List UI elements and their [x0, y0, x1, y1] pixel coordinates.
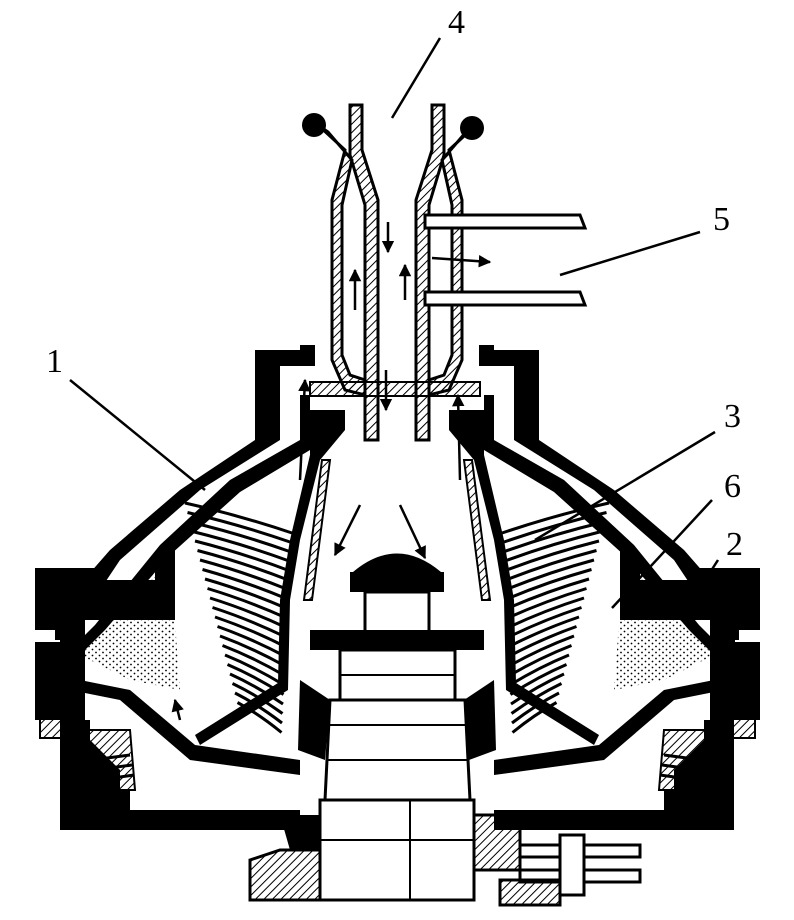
label-outlets: 5 [713, 201, 730, 238]
disc-line [204, 577, 289, 611]
disc-line [501, 501, 610, 535]
disc-line [504, 558, 595, 592]
disc-line [502, 511, 607, 544]
label-frame: 2 [726, 526, 743, 563]
spindle [298, 553, 496, 902]
disc-stack-right [501, 501, 610, 734]
casing-cover [55, 345, 739, 640]
inlet-outlet-tubes [302, 103, 588, 442]
disc-line [506, 596, 585, 630]
label-liquid-zone: 6 [724, 468, 741, 505]
disc-line [197, 549, 291, 582]
disc-line [503, 549, 597, 582]
label-inlet: 4 [448, 4, 465, 41]
leader-lines [69, 37, 720, 609]
disc-line [189, 520, 292, 554]
disc-line [236, 701, 283, 734]
disc-line [207, 587, 289, 620]
disc-line [202, 568, 290, 601]
distributor [195, 410, 599, 745]
disc-stack-left [184, 501, 293, 734]
disc-line [510, 672, 565, 706]
liquid-zone [80, 555, 714, 690]
disc-line [502, 520, 605, 554]
flow-arrows [171, 222, 492, 721]
disc-line [184, 501, 293, 535]
disc-line [505, 587, 587, 620]
bearings [78, 729, 716, 791]
disc-line [229, 672, 284, 706]
disc-line [511, 701, 558, 734]
disc-line [504, 568, 592, 601]
disc-line [194, 539, 291, 573]
disc-line [192, 530, 292, 563]
disc-line [503, 539, 600, 573]
disc-line [187, 511, 292, 544]
disc-line [199, 558, 290, 592]
label-disc-stack: 3 [724, 398, 741, 435]
drive-base [248, 813, 642, 907]
disc-line [502, 530, 602, 563]
disc-line [505, 577, 590, 611]
label-casing: 1 [46, 343, 63, 380]
disc-line [209, 596, 288, 630]
